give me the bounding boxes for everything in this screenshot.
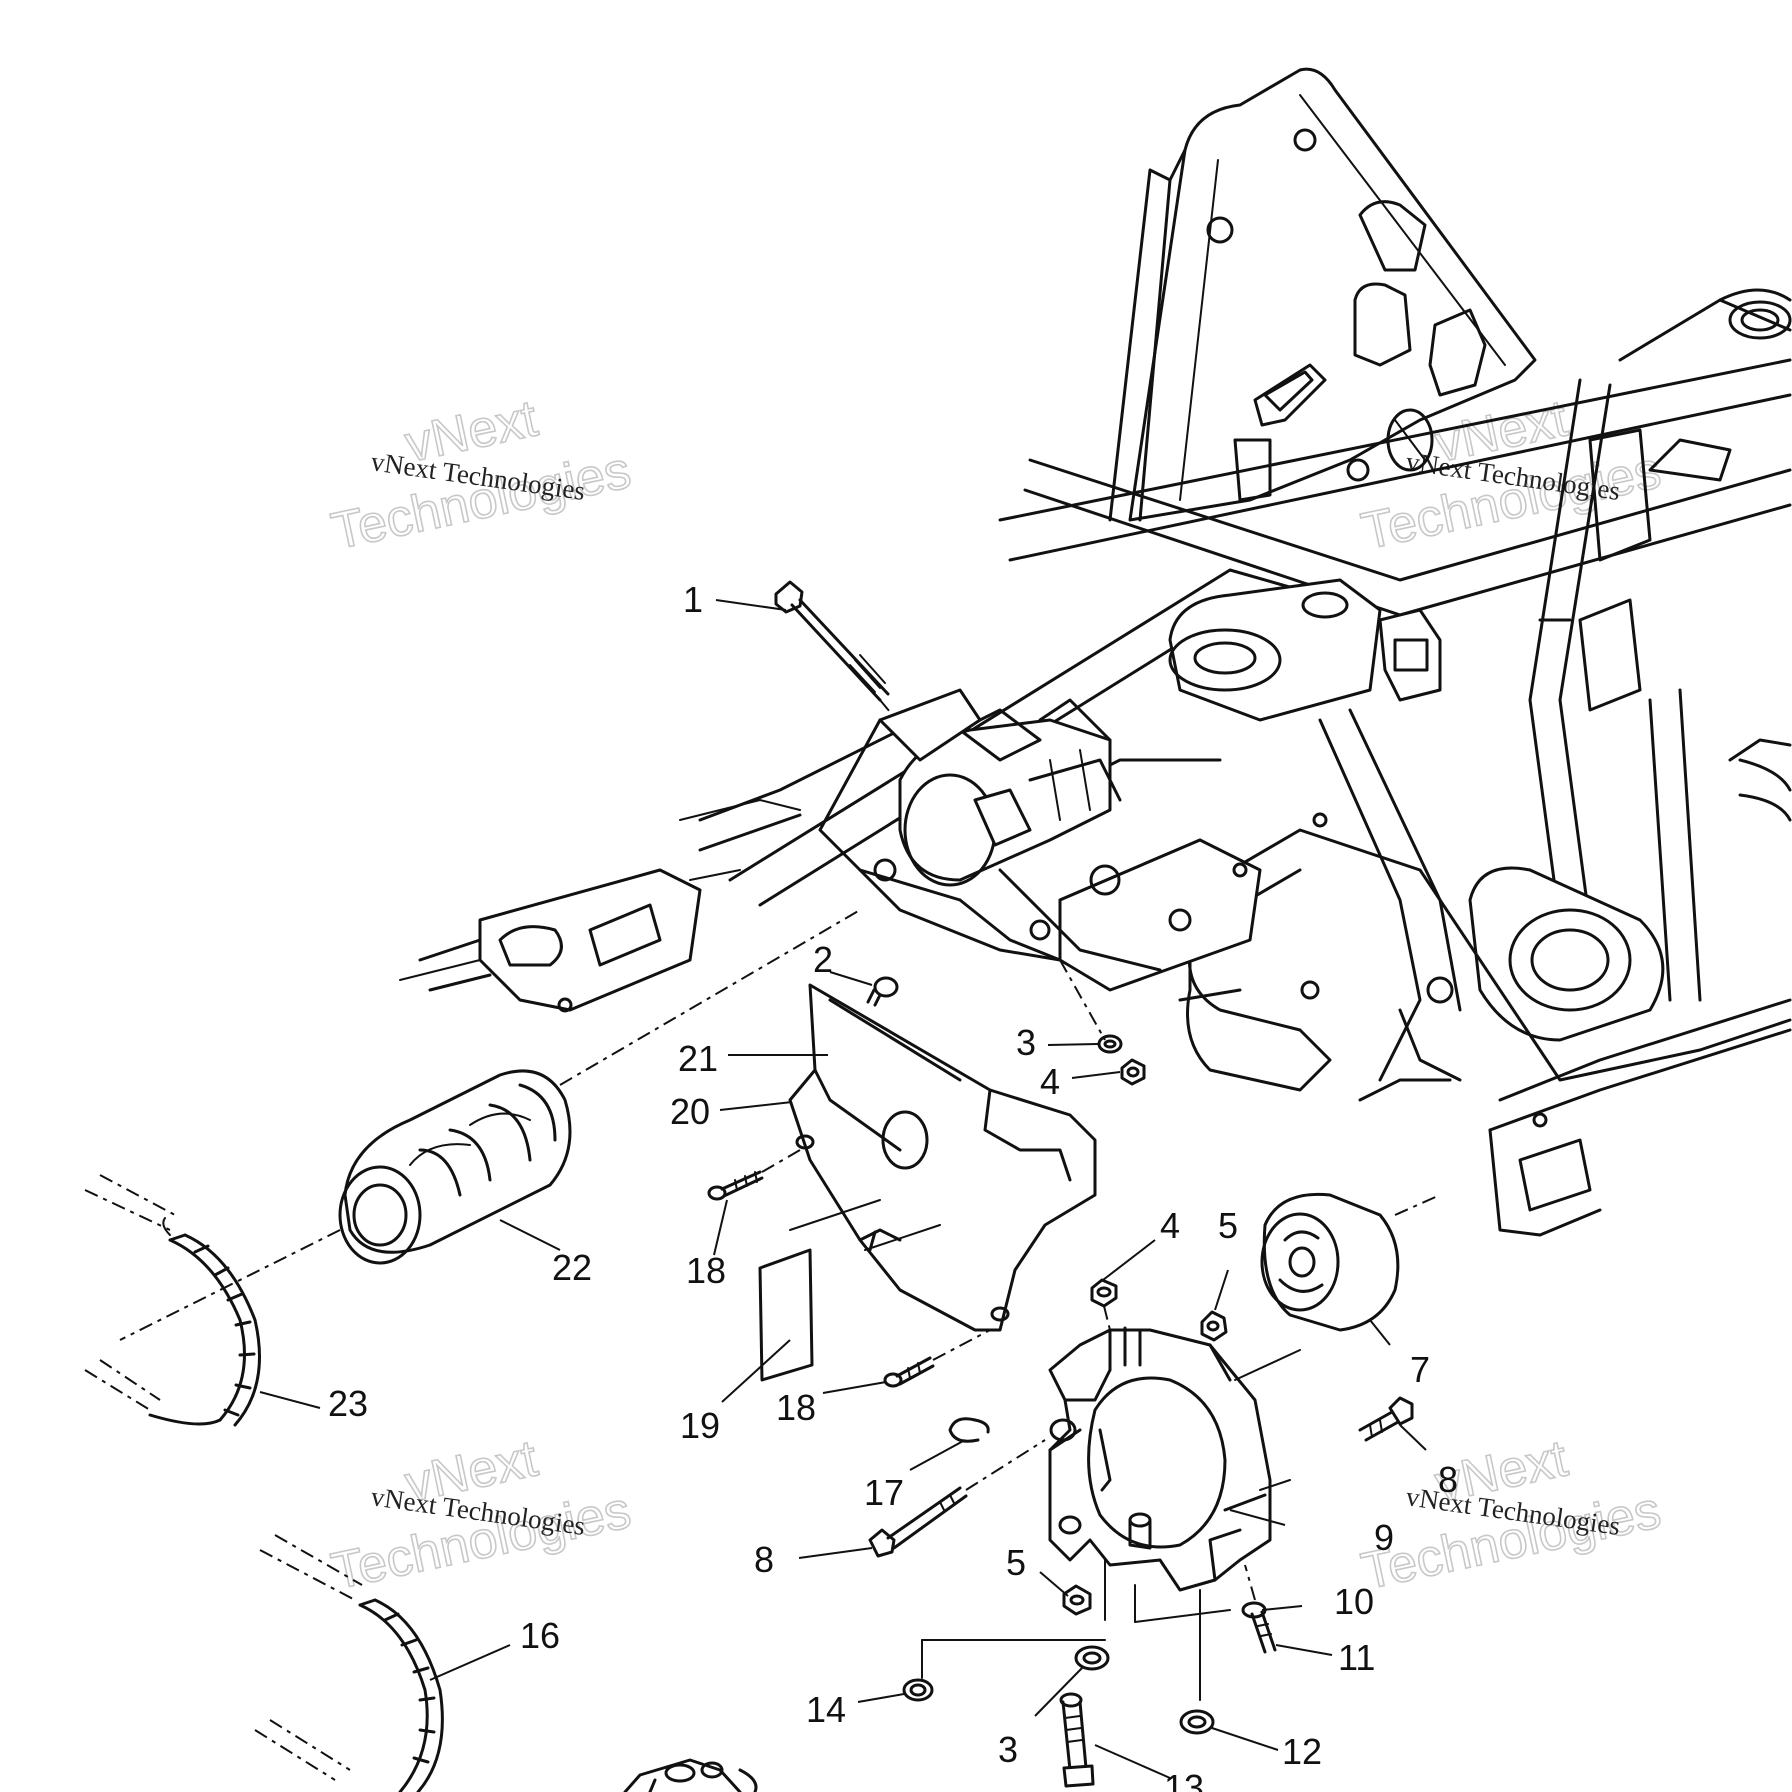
part-clamp-housing-9 (1048, 1326, 1301, 1592)
part-washer-12 (1179, 1709, 1215, 1735)
callout-5-lower: 5 (1006, 1542, 1026, 1583)
part-screw-18-upper (707, 1149, 801, 1201)
callout-21: 21 (678, 1038, 718, 1079)
part-snap-ring-17 (948, 1417, 990, 1443)
callout-5-upper: 5 (1218, 1205, 1238, 1246)
part-nut-5-upper (1200, 1310, 1228, 1342)
callout-11: 11 (1338, 1637, 1375, 1678)
mount-clamp-assembly (818, 688, 1162, 972)
part-washer-3-lower (1074, 1645, 1110, 1671)
part-bolt-13 (1059, 1692, 1095, 1788)
centerline (1103, 1305, 1111, 1331)
assembly-line (1259, 1479, 1291, 1491)
callout-8-right: 8 (1438, 1459, 1458, 1500)
callout-3-lower: 3 (998, 1729, 1018, 1770)
centerline (1394, 1194, 1441, 1216)
callout-18-lower: 18 (776, 1387, 816, 1428)
callout-12: 12 (1282, 1731, 1322, 1772)
part-nut-5-lower (1062, 1584, 1092, 1616)
part-bolt-10-11 (1241, 1564, 1277, 1654)
part-sprocket-partial (623, 1758, 758, 1792)
part-spring-22 (338, 1069, 572, 1265)
callout-10: 10 (1334, 1581, 1374, 1622)
callout-23: 23 (328, 1383, 368, 1424)
callout-14: 14 (806, 1689, 846, 1730)
callout-2: 2 (813, 939, 833, 980)
part-bolt-1 (774, 580, 931, 761)
centerline (119, 1229, 341, 1341)
callout-labels: 1 2 3 4 20 21 22 18 4 5 7 23 19 18 8 17 … (328, 579, 1458, 1792)
part-washer-3-upper (1097, 1034, 1123, 1054)
part-roller-7 (1260, 1192, 1400, 1332)
callout-19: 19 (680, 1405, 720, 1446)
part-chain-23 (84, 1174, 261, 1427)
callout-20: 20 (670, 1091, 710, 1132)
part-screw-2 (866, 976, 899, 1007)
callout-22: 22 (552, 1247, 592, 1288)
callout-3: 3 (1016, 1022, 1036, 1063)
callout-7: 7 (1410, 1349, 1430, 1390)
leader-lines (259, 599, 1427, 1779)
part-bolt-8-left (868, 1439, 1046, 1558)
part-bolt-8-right (1358, 1396, 1414, 1442)
callout-16: 16 (520, 1615, 560, 1656)
callout-17: 17 (864, 1472, 904, 1513)
callout-18-upper: 18 (686, 1250, 726, 1291)
callout-9: 9 (1374, 1517, 1394, 1558)
part-decal-19 (758, 1199, 881, 1382)
callout-13: 13 (1164, 1767, 1204, 1792)
callout-1: 1 (683, 579, 703, 620)
part-screw-18-lower (883, 1329, 991, 1388)
callout-8-left: 8 (754, 1539, 774, 1580)
assembly-line (1134, 1609, 1231, 1623)
callout-4: 4 (1040, 1061, 1060, 1102)
callout-4-lower: 4 (1160, 1205, 1180, 1246)
main-frame (399, 67, 1792, 1237)
part-guard-plate-21-20 (788, 983, 1097, 1332)
part-washer-14 (902, 1678, 934, 1702)
centerline (559, 909, 861, 1086)
part-nut-4-lower (1090, 1278, 1118, 1308)
part-chain-16 (254, 1534, 444, 1792)
part-nut-4-upper (1120, 1058, 1146, 1086)
